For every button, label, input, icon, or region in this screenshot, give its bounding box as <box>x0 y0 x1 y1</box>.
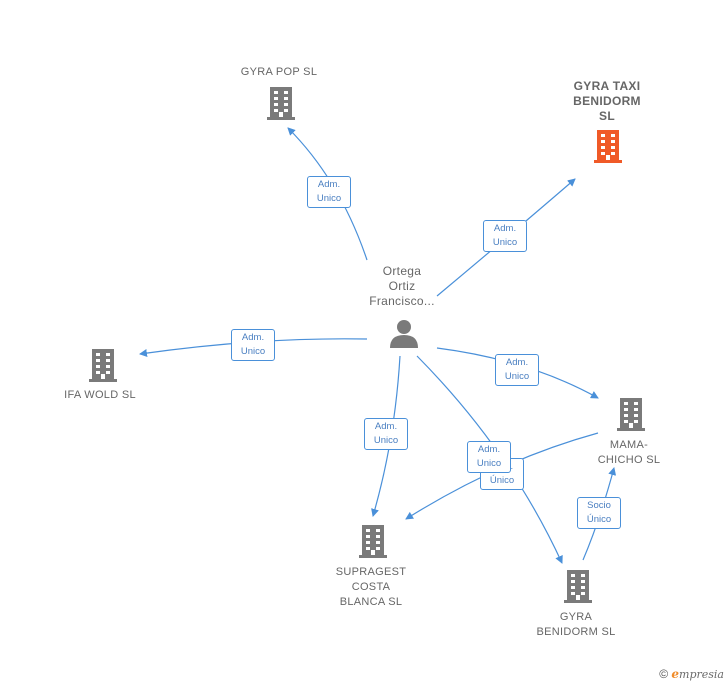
company-label-mama-chicho[interactable]: MAMA- CHICHO SL <box>597 439 661 466</box>
building-icon-gyra-taxi-benidorm[interactable] <box>594 130 622 163</box>
person-label[interactable]: Ortega Ortiz Francisco... <box>369 264 435 308</box>
company-label-ifa-wold[interactable]: IFA WOLD SL <box>64 389 136 401</box>
person-icon[interactable] <box>390 320 418 348</box>
company-label-gyra-taxi-benidorm[interactable]: GYRA TAXI BENIDORM SL <box>573 79 641 123</box>
edge-label-to-gyra-benidorm: Adm. Unico <box>467 441 511 473</box>
copyright-notice: © empresia <box>659 667 724 681</box>
building-icon-gyra-benidorm[interactable] <box>564 570 592 603</box>
building-icon-ifa-wold[interactable] <box>89 349 117 382</box>
edge-label-to-supragest: Adm. Unico <box>364 418 408 450</box>
edge-label-to-ifa-wold: Adm. Unico <box>231 329 275 361</box>
edge-label-to-mama-chicho: Adm. Unico <box>495 354 539 386</box>
copyright-symbol: © <box>659 667 669 681</box>
edge-label-to-gyra-pop: Adm. Unico <box>307 176 351 208</box>
company-label-supragest[interactable]: SUPRAGEST COSTA BLANCA SL <box>335 566 407 608</box>
building-icon-mama-chicho[interactable] <box>617 398 645 431</box>
company-label-gyra-pop[interactable]: GYRA POP SL <box>240 66 318 78</box>
brand-initial: e <box>671 667 680 681</box>
edge-label-to-gyra-taxi: Adm. Unico <box>483 220 527 252</box>
brand-name: mpresia <box>679 668 724 681</box>
building-icon-gyra-pop[interactable] <box>267 87 295 120</box>
company-label-gyra-benidorm[interactable]: GYRA BENIDORM SL <box>536 611 616 638</box>
edge-label-benidorm-to-mama: Socio Único <box>577 497 621 529</box>
building-icon-supragest[interactable] <box>359 525 387 558</box>
